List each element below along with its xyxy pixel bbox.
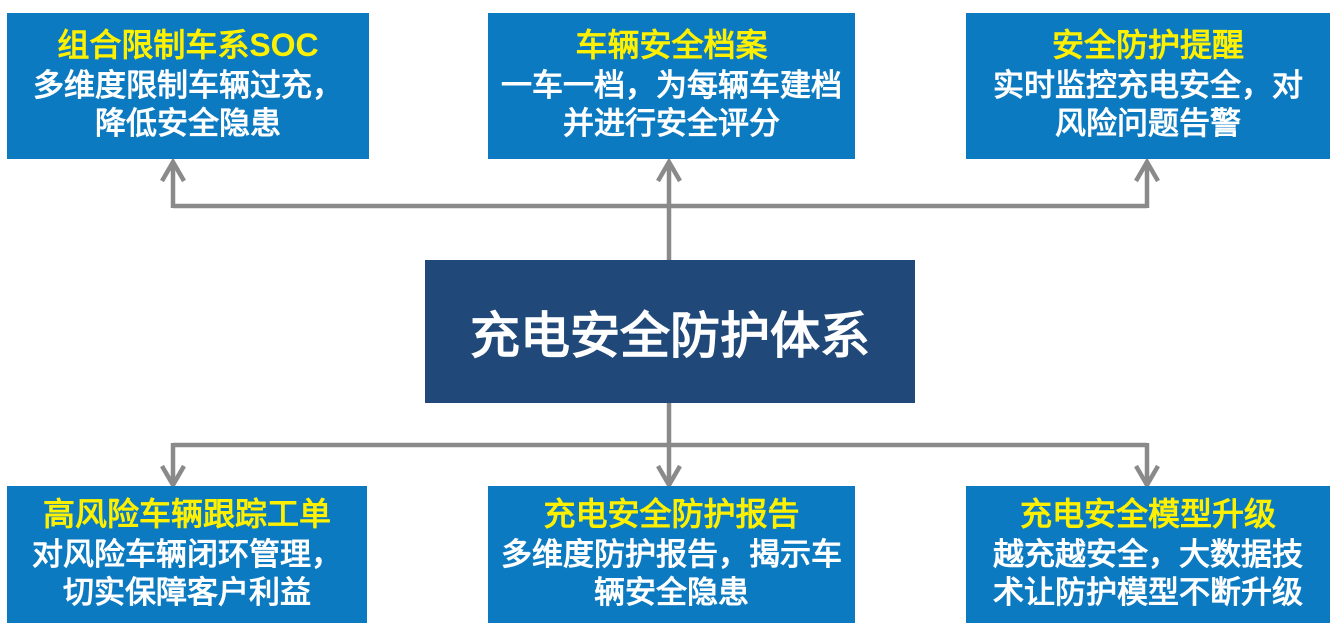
box-description: 对风险车辆闭环管理，切实保障客户利益 — [32, 536, 342, 610]
box-charging-safety-model-upgrade: 充电安全模型升级 越充越安全，大数据技术让防护模型不断升级 — [966, 486, 1330, 623]
box-title: 安全防护提醒 — [1051, 27, 1244, 64]
center-box-charging-safety-system: 充电安全防护体系 — [425, 260, 915, 403]
arrow-head-bottom-center-icon — [656, 464, 682, 490]
arrow-head-top-center-icon — [656, 157, 682, 183]
box-description: 一车一档，为每辆车建档并进行安全评分 — [501, 68, 842, 141]
arrow-head-top-left-icon — [160, 157, 186, 183]
box-title: 充电安全模型升级 — [1019, 495, 1276, 532]
box-high-risk-vehicle-work-order: 高风险车辆跟踪工单 对风险车辆闭环管理，切实保障客户利益 — [7, 486, 367, 623]
arrow-head-bottom-right-icon — [1134, 464, 1160, 490]
box-description: 多维度限制车辆过充，降低安全隐患 — [33, 68, 343, 141]
box-title: 车辆安全档案 — [575, 27, 768, 64]
box-description: 实时监控充电安全，对风险问题告警 — [993, 68, 1303, 141]
box-vehicle-safety-file: 车辆安全档案 一车一档，为每辆车建档并进行安全评分 — [488, 13, 855, 159]
box-safety-protection-alert: 安全防护提醒 实时监控充电安全，对风险问题告警 — [966, 13, 1330, 159]
box-title: 高风险车辆跟踪工单 — [42, 495, 331, 532]
box-description: 越充越安全，大数据技术让防护模型不断升级 — [993, 536, 1303, 610]
box-title: 组合限制车系SOC — [57, 27, 319, 64]
arrow-head-top-right-icon — [1134, 157, 1160, 183]
diagram-title: 充电安全防护体系 — [470, 307, 870, 364]
box-description: 多维度防护报告，揭示车辆安全隐患 — [501, 536, 842, 610]
arrow-head-bottom-left-icon — [160, 464, 186, 490]
box-charging-safety-report: 充电安全防护报告 多维度防护报告，揭示车辆安全隐患 — [488, 486, 855, 623]
box-title: 充电安全防护报告 — [543, 495, 800, 532]
box-combined-soc-limit: 组合限制车系SOC 多维度限制车辆过充，降低安全隐患 — [7, 13, 369, 159]
